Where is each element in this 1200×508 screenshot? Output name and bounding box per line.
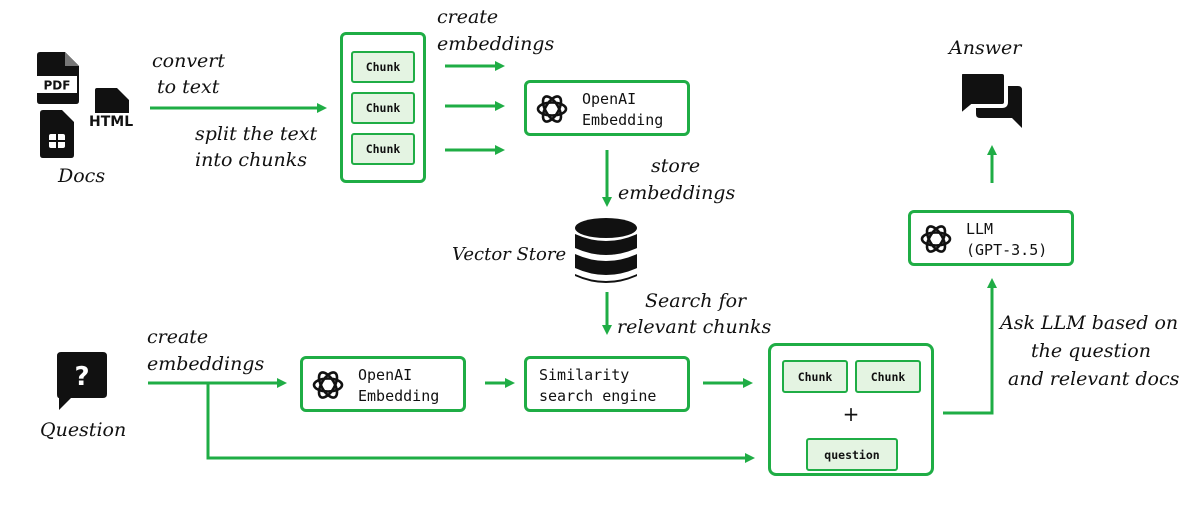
store-embeddings-line2: embeddings (618, 182, 736, 204)
arrow-context-to-llm (943, 278, 997, 415)
openai-logo-icon (312, 371, 344, 399)
openai-logo-icon (920, 225, 952, 253)
split-label-line1: split the text (195, 123, 318, 145)
create-embeddings-top-line2: embeddings (437, 33, 555, 55)
openai-top-line2: Embedding (582, 111, 664, 129)
answer-chat-icon (960, 72, 1022, 128)
openai-logo-icon (536, 95, 568, 123)
openai-bottom-line2: Embedding (358, 387, 440, 405)
llm-line1: LLM (966, 220, 994, 238)
context-chunk-2: Chunk (855, 360, 921, 393)
context-question: question (806, 438, 898, 471)
llm-line2: (GPT-3.5) (966, 241, 1048, 259)
similarity-search-box: Similarity search engine (524, 356, 690, 412)
html-label: HTML (89, 114, 134, 130)
spreadsheet-file-icon (40, 110, 74, 158)
chunk-1: Chunk (351, 51, 415, 83)
similarity-line1: Similarity (539, 366, 630, 384)
convert-label-line1: convert (152, 50, 226, 72)
openai-embedding-top-box: OpenAI Embedding (524, 80, 690, 136)
chunks-container: Chunk Chunk Chunk (340, 32, 426, 183)
convert-label-line2: to text (157, 76, 220, 98)
openai-top-line1: OpenAI (582, 90, 637, 108)
docs-label: Docs (58, 165, 106, 187)
similarity-line2: search engine (539, 387, 657, 405)
search-label-line2: relevant chunks (617, 316, 772, 338)
search-label-line1: Search for (645, 290, 747, 312)
ask-llm-line3: and relevant docs (1008, 368, 1180, 390)
chunk-3: Chunk (351, 133, 415, 165)
split-label-line2: into chunks (195, 149, 308, 171)
database-icon (575, 218, 637, 283)
context-box: Chunk Chunk + question (768, 343, 934, 476)
context-chunk-1: Chunk (782, 360, 848, 393)
create-embeddings-top-line1: create (437, 6, 499, 28)
store-embeddings-line1: store (651, 155, 701, 177)
vector-store-label: Vector Store (452, 244, 567, 265)
question-glyph: ? (74, 362, 89, 392)
create-embeddings-bottom-line2: embeddings (147, 353, 265, 375)
arrow-question-to-context (206, 383, 755, 463)
pdf-file-icon: PDF (37, 52, 79, 104)
question-label: Question (40, 419, 127, 441)
question-bubble-icon: ? (57, 352, 107, 410)
answer-label: Answer (949, 37, 1022, 59)
openai-bottom-line1: OpenAI (358, 366, 413, 384)
ask-llm-line1: Ask LLM based on (1000, 312, 1179, 334)
ask-llm-line2: the question (1031, 340, 1151, 362)
openai-embedding-bottom-box: OpenAI Embedding (300, 356, 466, 412)
llm-box: LLM (GPT-3.5) (908, 210, 1074, 266)
plus-sign: + (842, 402, 860, 426)
pdf-label: PDF (44, 79, 71, 93)
html-file-icon (95, 88, 129, 113)
chunk-2: Chunk (351, 92, 415, 124)
create-embeddings-bottom-line1: create (147, 326, 209, 348)
